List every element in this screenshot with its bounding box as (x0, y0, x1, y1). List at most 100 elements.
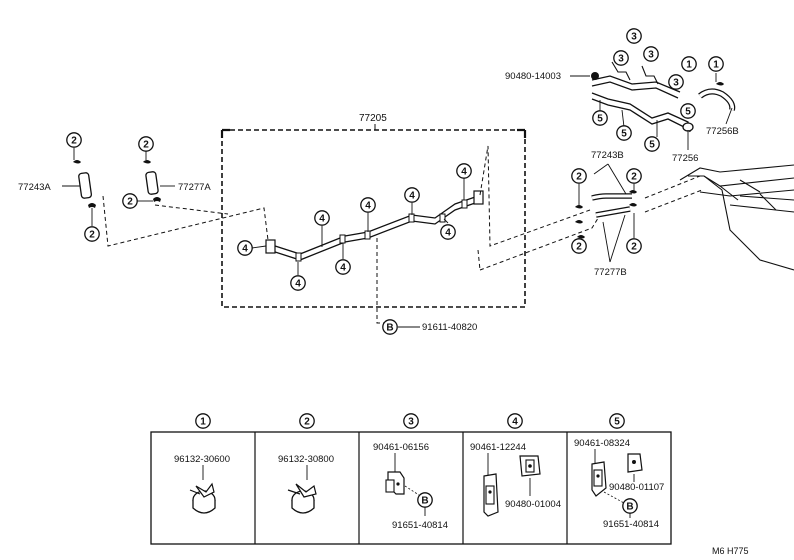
legend-5-part-a: 90461-08324 (574, 438, 630, 449)
legend-num-5: 5 (609, 413, 625, 429)
part-label-77256: 77256 (672, 153, 698, 164)
legend-3-symbol: B (417, 492, 433, 508)
callout-5-a: 5 (592, 110, 608, 126)
svg-text:4: 4 (365, 201, 371, 212)
legend-cell-5: 90461-08324 90480-01107 B 91651-40814 (574, 438, 664, 530)
svg-text:1: 1 (200, 417, 206, 428)
svg-text:1: 1 (686, 60, 692, 71)
part-label-77243A: 77243A (18, 182, 51, 193)
svg-text:2: 2 (89, 230, 95, 241)
callout-5-d: 5 (680, 103, 696, 119)
callout-2-c: 2 (138, 136, 154, 152)
legend-1-part-a: 96132-30600 (174, 454, 230, 465)
svg-text:4: 4 (295, 279, 301, 290)
svg-text:4: 4 (409, 191, 415, 202)
svg-text:2: 2 (631, 242, 637, 253)
callout-2-a: 2 (66, 132, 82, 148)
bracket-pipe-77256: 90480-14003 77256 (505, 61, 698, 164)
legend-num-4: 4 (507, 413, 523, 429)
main-fuel-pipe (265, 190, 484, 262)
pipe-leaders (251, 178, 465, 275)
legend-4-part-a: 90461-12244 (470, 442, 526, 453)
hose-77277A: 77277A (137, 151, 211, 202)
callout-1-b: 1 (708, 56, 724, 72)
callout-4-e: 4 (360, 197, 376, 213)
fuel-tank (679, 164, 794, 271)
hose-77243B: 77243B (591, 150, 632, 201)
svg-text:1: 1 (713, 60, 719, 71)
callout-5-b: 5 (616, 125, 632, 141)
assembly-77205-box: 77205 (220, 113, 527, 308)
callout-2-h: 2 (626, 238, 642, 254)
part-label-77277B: 77277B (594, 267, 627, 278)
legend-num-2: 2 (299, 413, 315, 429)
svg-text:2: 2 (127, 197, 133, 208)
svg-text:3: 3 (648, 50, 654, 61)
callout-5-c: 5 (644, 136, 660, 152)
callout-2-f: 2 (626, 168, 642, 184)
svg-text:5: 5 (621, 129, 627, 140)
svg-text:4: 4 (242, 244, 248, 255)
legend-cell-2: 96132-30800 (278, 454, 334, 514)
callout-4-h: 4 (456, 163, 472, 179)
svg-text:2: 2 (143, 140, 149, 151)
dashed-connections (102, 145, 703, 324)
callout-1-a: 1 (681, 56, 697, 72)
part-label-77243B: 77243B (591, 150, 624, 161)
callout-3-b: 3 (613, 50, 629, 66)
callout-3-a: 3 (626, 28, 642, 44)
legend-cell-1: 96132-30600 (174, 454, 230, 514)
svg-text:3: 3 (631, 32, 637, 43)
part-label-77277A: 77277A (178, 182, 211, 193)
legend-3-part-a: 90461-06156 (373, 442, 429, 453)
svg-text:5: 5 (597, 114, 603, 125)
callout-4-a: 4 (237, 240, 253, 256)
callout-2-e: 2 (571, 168, 587, 184)
callout-2-b: 2 (84, 226, 100, 242)
legend-3-part-b: 91651-40814 (392, 520, 448, 531)
legend-4-part-b: 90480-01004 (505, 499, 561, 510)
part-label-77256B: 77256B (706, 126, 739, 137)
svg-text:3: 3 (408, 417, 414, 428)
svg-text:2: 2 (576, 242, 582, 253)
part-label-77205: 77205 (359, 113, 387, 124)
callout-2-g: 2 (571, 238, 587, 254)
svg-text:3: 3 (618, 54, 624, 65)
legend-table: 1 2 3 4 5 96132-30600 96132-30800 90461-… (150, 413, 672, 545)
page-code: M6 H775 (712, 546, 749, 556)
callout-4-b: 4 (290, 275, 306, 291)
part-label-90480-14003: 90480-14003 (505, 71, 561, 82)
legend-5-symbol: B (622, 498, 638, 514)
svg-text:2: 2 (576, 172, 582, 183)
svg-text:4: 4 (445, 228, 451, 239)
svg-text:4: 4 (461, 167, 467, 178)
legend-5-part-c: 91651-40814 (603, 519, 659, 530)
legend-5-part-b: 90480-01107 (609, 482, 664, 493)
callout-2-d: 2 (122, 193, 138, 209)
bolt-91611-40820: 91611-40820 (398, 322, 477, 333)
svg-text:5: 5 (649, 140, 655, 151)
callout-3-d: 3 (668, 74, 684, 90)
legend-2-part-a: 96132-30800 (278, 454, 334, 465)
small-clamps-right (575, 184, 637, 239)
svg-text:2: 2 (304, 417, 310, 428)
svg-text:B: B (421, 496, 428, 507)
svg-text:B: B (626, 502, 633, 513)
part-label-91611-40820: 91611-40820 (422, 322, 477, 333)
hose-77256B: 77256B (698, 73, 739, 137)
svg-text:4: 4 (340, 263, 346, 274)
svg-text:4: 4 (319, 214, 325, 225)
hose-77243A: 77243A (18, 148, 96, 226)
callout-4-g: 4 (440, 224, 456, 240)
legend-cell-3: 90461-06156 B 91651-40814 (373, 442, 448, 531)
svg-text:2: 2 (631, 172, 637, 183)
svg-text:3: 3 (673, 78, 679, 89)
hose-77277B: 77277B (594, 206, 631, 278)
legend-num-3: 3 (403, 413, 419, 429)
callout-4-d: 4 (335, 259, 351, 275)
legend-cell-4: 90461-12244 90480-01004 (470, 442, 561, 517)
svg-text:5: 5 (685, 107, 691, 118)
svg-text:5: 5 (614, 417, 620, 428)
callout-4-c: 4 (314, 210, 330, 226)
